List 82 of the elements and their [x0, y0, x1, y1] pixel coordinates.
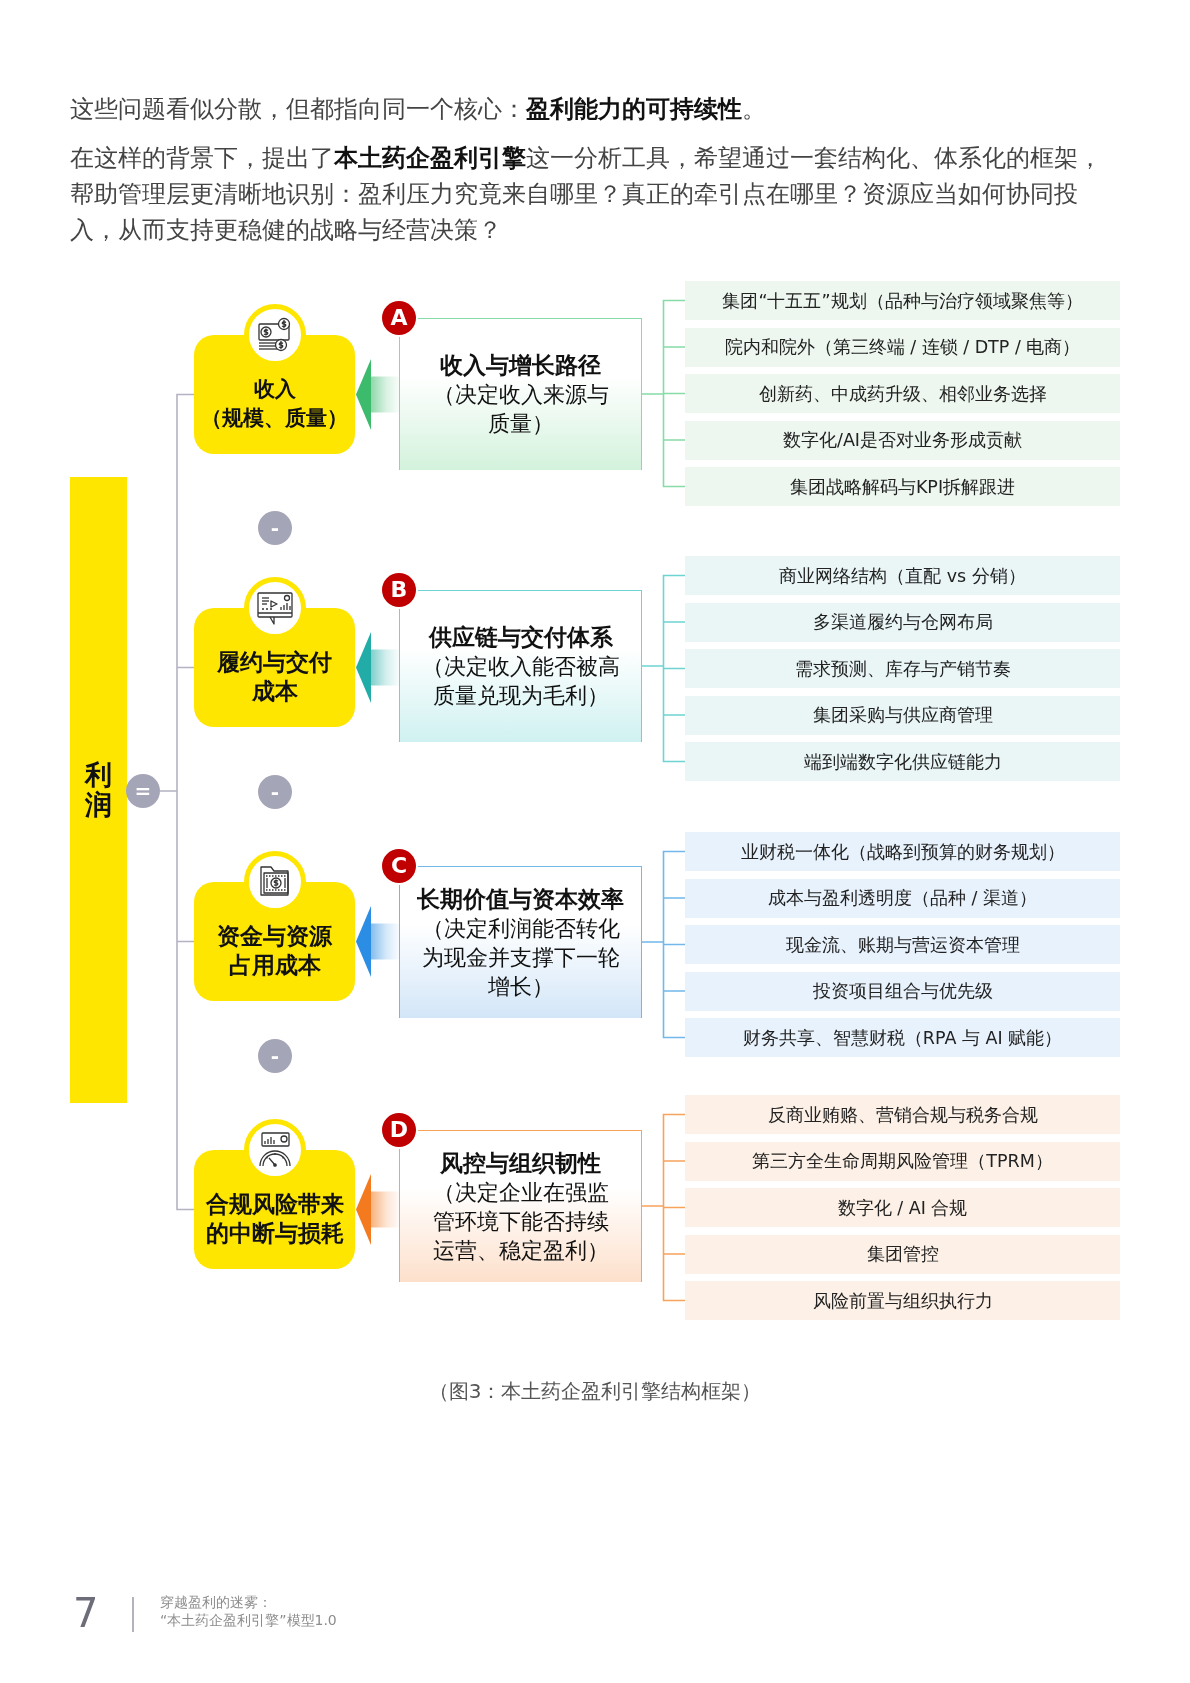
category-title: 履约与交付成本: [216, 647, 333, 706]
item-text: 集团“十五五”规划（品种与治疗领域聚焦等）: [722, 289, 1083, 312]
operator-circle: -: [258, 511, 292, 545]
section-heading: 风控与组织韧性: [440, 1148, 601, 1178]
page-number: 7: [73, 1590, 99, 1636]
bar-title: 利润: [85, 760, 112, 820]
item-band: [685, 374, 1120, 413]
operator-circle: =: [126, 774, 160, 808]
category-title: 收入: [253, 375, 296, 403]
item-band: [685, 649, 1120, 688]
category-subtitle: （规模、质量）: [201, 404, 348, 432]
item-band: [685, 556, 1120, 595]
item-band: [685, 1281, 1120, 1320]
item-text: 院内和院外（第三终端 / 连锁 / DTP / 电商）: [724, 336, 1081, 358]
item-text: 业财税一体化（战略到预算的财务规划）: [740, 840, 1065, 863]
item-band: [685, 327, 1120, 367]
item-band: [685, 281, 1120, 320]
block-arrow: [356, 1174, 399, 1245]
item-band: [685, 467, 1120, 506]
bracket-connector: [641, 574, 686, 763]
item-text: 风险前置与组织执行力: [812, 1289, 993, 1312]
item-text: 投资项目组合与优先级: [812, 980, 993, 1002]
item-band: [685, 878, 1120, 918]
item-band: [685, 695, 1120, 735]
item-text: 集团管控: [866, 1243, 939, 1265]
section-subtitle: （决定收入能否被高质量兑现为毛利）: [420, 653, 621, 710]
block-arrow: [356, 906, 399, 977]
bracket-connector: [641, 299, 686, 488]
category-title: 合规风险带来的中断与损耗: [204, 1189, 345, 1248]
item-band: [685, 925, 1120, 964]
body-text: 这些问题看似分散，但都指向同一个核心：盈利能力的可持续性。: [70, 94, 767, 125]
item-band: [685, 1234, 1120, 1274]
item-text: 反商业贿赂、营销合规与税务合规: [767, 1103, 1038, 1126]
letter-badge: D: [382, 1113, 416, 1147]
block-arrow: [356, 359, 399, 430]
item-band: [685, 832, 1120, 871]
section-heading: 长期价值与资本效率: [417, 884, 624, 914]
item-band: [685, 1018, 1120, 1057]
bracket-connector: [159, 393, 195, 1211]
item-text: 财务共享、智慧财税（RPA 与 AI 赋能）: [742, 1026, 1063, 1049]
item-text: 数字化/AI是否对业务形成贡献: [783, 429, 1022, 451]
item-text: 商业网络结构（直配 vs 分销）: [779, 564, 1026, 587]
footer-title: “本土药企盈利引擎”模型1.0: [160, 1611, 337, 1629]
item-text: 端到端数字化供应链能力: [803, 750, 1002, 773]
figure-caption: （图3：本土药企盈利引擎结构框架）: [428, 1378, 762, 1404]
item-band: [685, 1188, 1120, 1227]
section-heading: 供应链与交付体系: [428, 623, 613, 652]
section-subtitle: （决定企业在强监管环境下能否持续运营、稳定盈利）: [431, 1178, 610, 1265]
footer-title: 穿越盈利的迷雾：: [160, 1593, 272, 1611]
section-subtitle: （决定收入来源与质量）: [431, 381, 610, 438]
item-text: 多渠道履约与仓网布局: [812, 611, 993, 633]
section-heading: 收入与增长路径: [440, 351, 601, 380]
item-text: 第三方全生命周期风险管理（TPRM）: [752, 1150, 1053, 1172]
item-band: [685, 1095, 1120, 1134]
item-text: 数字化 / AI 合规: [837, 1196, 968, 1219]
item-text: 集团战略解码与KPI拆解跟进: [789, 475, 1016, 498]
block-arrow: [356, 632, 399, 703]
operator-circle: -: [258, 1039, 292, 1073]
item-text: 创新药、中成药升级、相邻业务选择: [758, 382, 1047, 405]
category-box: [194, 882, 355, 1001]
letter-badge: C: [382, 849, 416, 883]
category-box: [194, 608, 355, 727]
bracket-connector: [641, 1113, 686, 1302]
item-text: 成本与盈利透明度（品种 / 渠道）: [768, 887, 1037, 909]
item-band: [685, 971, 1120, 1011]
letter-badge: A: [382, 301, 416, 335]
vertical-bar: [70, 477, 127, 1103]
item-band: [685, 420, 1120, 460]
operator-circle: -: [258, 775, 292, 809]
body-text: 在这样的背景下，提出了本土药企盈利引擎这一分析工具，希望通过一套结构化、体系化的框架，帮助管理层更清晰地识别：盈利压力究竟来自哪里？真正的牵引点在哪里？资源应当如何协同投入，从而支持更稳健的战略与经营决策？: [70, 143, 1103, 246]
item-band: [685, 602, 1120, 642]
section-subtitle: （决定利润能否转化为现金并支撑下一轮增长）: [420, 914, 621, 1001]
bracket-connector: [641, 850, 686, 1039]
item-band: [685, 1141, 1120, 1181]
item-text: 现金流、账期与营运资本管理: [785, 933, 1020, 956]
item-text: 集团采购与供应商管理: [812, 704, 993, 726]
letter-badge: B: [382, 573, 416, 607]
category-title: 资金与资源占用成本: [216, 921, 333, 980]
item-band: [685, 742, 1120, 781]
category-box: [194, 1150, 355, 1269]
item-text: 需求预测、库存与产销节奏: [794, 657, 1011, 680]
category-box: [194, 335, 355, 454]
